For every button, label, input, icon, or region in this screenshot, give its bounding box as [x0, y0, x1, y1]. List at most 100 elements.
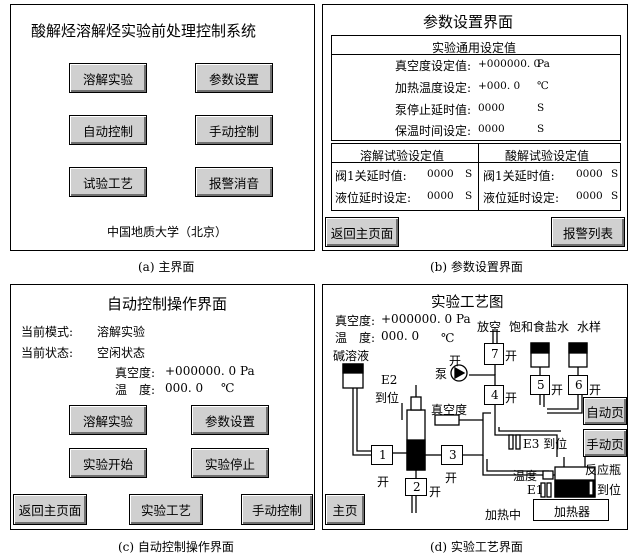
dissolve-valve1-label: 阀1关延时值:	[335, 169, 407, 183]
caption-b: (b) 参数设置界面	[430, 260, 523, 274]
temperature-sensor-label: 温度	[513, 469, 538, 483]
valve-4[interactable]: 4	[484, 385, 504, 405]
acid-valve1-label: 阀1关延时值:	[483, 169, 555, 183]
acid-level-label: 液位延时设定:	[483, 191, 560, 205]
acid-valve1-unit: S	[611, 168, 619, 180]
caption-a: (a) 主界面	[138, 260, 195, 274]
temperature-unit: ℃	[221, 381, 235, 395]
vacuum-value: +000000. 0 Pa	[165, 364, 255, 378]
caption-c: (c) 自动控制操作界面	[118, 540, 234, 554]
vacuum-value: +000000. 0 Pa	[381, 312, 471, 326]
vacuum-label: 真空度:	[115, 366, 156, 380]
vacuum-setpoint-unit: Pa	[537, 58, 550, 70]
hold-time-value[interactable]: 0000	[478, 123, 505, 135]
pump-label: 泵	[435, 367, 448, 381]
heating-temp-label: 加热温度设定:	[395, 81, 472, 95]
vacuum-setpoint-label: 真空度设定值:	[395, 59, 472, 73]
temperature-label: 温 度:	[335, 331, 376, 345]
general-settings-header: 实验通用设定值	[432, 41, 517, 55]
vacuum-label: 真空度:	[335, 314, 376, 328]
test-process-button[interactable]: 试验工艺	[69, 167, 147, 197]
state-label: 当前状态:	[21, 346, 74, 360]
valve-7[interactable]: 7	[484, 343, 504, 365]
valve-7-open-label: 开	[505, 349, 518, 363]
valve-5[interactable]: 5	[530, 375, 550, 395]
state-value: 空闲状态	[97, 346, 146, 360]
dissolve-level-unit: S	[465, 190, 473, 202]
valve-1-open-label: 开	[377, 475, 390, 489]
brine-label: 饱和食盐水	[509, 320, 570, 334]
heating-temp-unit: ℃	[537, 80, 549, 92]
temperature-unit: ℃	[441, 331, 455, 345]
valve-5-open-label: 开	[551, 383, 564, 397]
dissolve-settings-header: 溶解试验设定值	[360, 149, 445, 163]
dissolve-settings-table: 溶解试验设定值	[331, 143, 479, 211]
e1-label: E1	[527, 483, 544, 497]
reactor-label: 反应瓶	[585, 463, 622, 477]
hold-time-unit: S	[537, 123, 545, 135]
valve-3[interactable]: 3	[441, 445, 463, 465]
vacuum-setpoint-value[interactable]: +000000. 0	[478, 58, 541, 70]
manual-page-button[interactable]: 手动页	[583, 429, 627, 457]
dissolve-level-label: 液位延时设定:	[335, 191, 412, 205]
dissolve-valve1-unit: S	[465, 168, 473, 180]
dissolve-experiment-button[interactable]: 溶解实验	[69, 63, 147, 93]
alkali-solution-label: 碱溶液	[333, 349, 370, 363]
valve-2-open-label: 开	[429, 485, 442, 499]
mode-value: 溶解实验	[97, 325, 146, 339]
reactor-position-label: 到位	[597, 483, 622, 497]
caption-d: (d) 实验工艺界面	[430, 540, 523, 554]
process-diagram	[342, 329, 596, 513]
heating-temp-value[interactable]: +000. 0	[478, 80, 521, 92]
temperature-value: 000. 0	[381, 329, 420, 343]
manual-control-button[interactable]: 手动控制	[241, 494, 313, 525]
dissolve-valve1-value[interactable]: 0000	[427, 168, 454, 180]
footer-university: 中国地质大学（北京）	[107, 225, 228, 239]
acid-level-unit: S	[611, 190, 619, 202]
acid-valve1-value[interactable]: 0000	[576, 168, 603, 180]
main-title: 酸解烃溶解烃实验前处理控制系统	[31, 22, 257, 40]
main-screen: 酸解烃溶解烃实验前处理控制系统 溶解实验 参数设置 自动控制 手动控制 试验工艺…	[10, 4, 315, 251]
valve-4-open-label: 开	[505, 391, 518, 405]
temperature-value: 000. 0	[165, 381, 204, 395]
manual-control-button[interactable]: 手动控制	[195, 115, 273, 145]
e2-label: E2	[381, 373, 398, 387]
alarm-list-button[interactable]: 报警列表	[551, 217, 625, 247]
acid-level-value[interactable]: 0000	[576, 190, 603, 202]
params-title: 参数设置界面	[423, 13, 514, 31]
valve-6[interactable]: 6	[568, 375, 588, 395]
parameter-settings-button[interactable]: 参数设置	[191, 405, 269, 435]
e2-position-label: 到位	[375, 391, 400, 405]
pump-stop-delay-value[interactable]: 0000	[478, 102, 505, 114]
home-button[interactable]: 主页	[325, 494, 365, 525]
valve-2[interactable]: 2	[405, 478, 427, 496]
valve-3-open-label: 开	[445, 471, 458, 485]
acid-settings-table: 酸解试验设定值	[478, 143, 621, 211]
hold-time-label: 保温时间设定:	[395, 124, 472, 138]
vent-label: 放空	[477, 320, 502, 334]
heater: 加热器	[533, 499, 609, 521]
pump-stop-delay-label: 泵停止延时值:	[395, 103, 472, 117]
water-sample-label: 水样	[577, 320, 602, 334]
pump-stop-delay-unit: S	[537, 102, 545, 114]
mode-label: 当前模式:	[21, 325, 74, 339]
vacuum-gauge-label: 真空度	[431, 403, 468, 417]
experiment-process-button[interactable]: 实验工艺	[129, 494, 203, 525]
pump-open-label: 开	[449, 354, 462, 368]
back-to-main-button[interactable]: 返回主页面	[13, 494, 87, 525]
dissolve-experiment-button[interactable]: 溶解实验	[69, 405, 147, 435]
back-to-main-button[interactable]: 返回主页面	[325, 217, 399, 247]
parameter-settings-button[interactable]: 参数设置	[195, 63, 273, 93]
auto-control-button[interactable]: 自动控制	[69, 115, 147, 145]
auto-page-button[interactable]: 自动页	[583, 397, 627, 425]
general-settings-table: 实验通用设定值	[331, 35, 621, 141]
dissolve-level-value[interactable]: 0000	[427, 190, 454, 202]
auto-title: 自动控制操作界面	[107, 295, 228, 313]
alarm-mute-button[interactable]: 报警消音	[195, 167, 273, 197]
auto-screen: 自动控制操作界面 当前模式: 溶解实验 当前状态: 空闲状态 真空度: +000…	[10, 284, 315, 530]
heating-status: 加热中	[485, 508, 522, 522]
valve-1[interactable]: 1	[371, 445, 393, 465]
experiment-stop-button[interactable]: 实验停止	[191, 448, 269, 478]
params-screen: 参数设置界面 实验通用设定值 溶解试验设定值 酸解试验设定值 阀1关延时值: 0…	[322, 4, 628, 251]
experiment-start-button[interactable]: 实验开始	[69, 448, 147, 478]
